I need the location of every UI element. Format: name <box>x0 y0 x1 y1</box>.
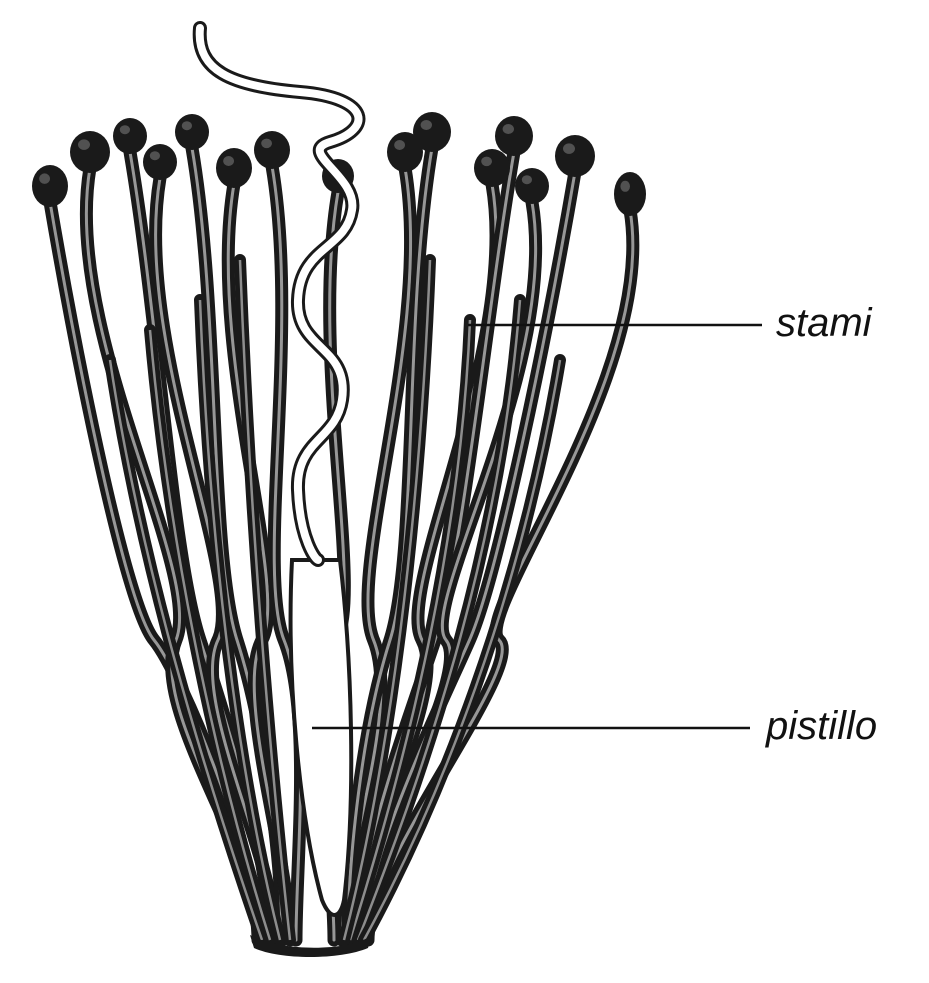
anther-highlight <box>261 139 272 149</box>
anther-head <box>555 135 595 177</box>
anther-head <box>70 131 110 173</box>
anther-highlight <box>503 124 514 134</box>
anther-highlight <box>563 143 575 154</box>
anther-highlight <box>78 139 90 150</box>
anther-head <box>113 118 147 154</box>
anther-highlight <box>223 156 234 166</box>
anther-highlight <box>182 121 192 130</box>
anther-highlight <box>39 173 50 184</box>
anther-head <box>495 116 533 156</box>
anther-head <box>474 149 510 187</box>
anther-head <box>143 144 177 180</box>
anther-highlight <box>481 157 492 167</box>
anther-head <box>413 112 451 152</box>
anther-highlight <box>120 125 130 134</box>
anther-highlight <box>150 151 160 160</box>
anther-highlight <box>522 175 532 184</box>
anther-highlight <box>620 181 630 192</box>
anther-head <box>614 172 646 216</box>
anther-head <box>175 114 209 150</box>
anther-head <box>216 148 252 188</box>
pistil-label: pistillo <box>766 706 877 746</box>
anther-highlight <box>421 120 432 130</box>
anther-head <box>32 165 68 207</box>
anther-highlight <box>394 140 405 150</box>
anther-head <box>515 168 549 204</box>
stamens-label: stami <box>776 303 872 343</box>
anther-head <box>254 131 290 169</box>
